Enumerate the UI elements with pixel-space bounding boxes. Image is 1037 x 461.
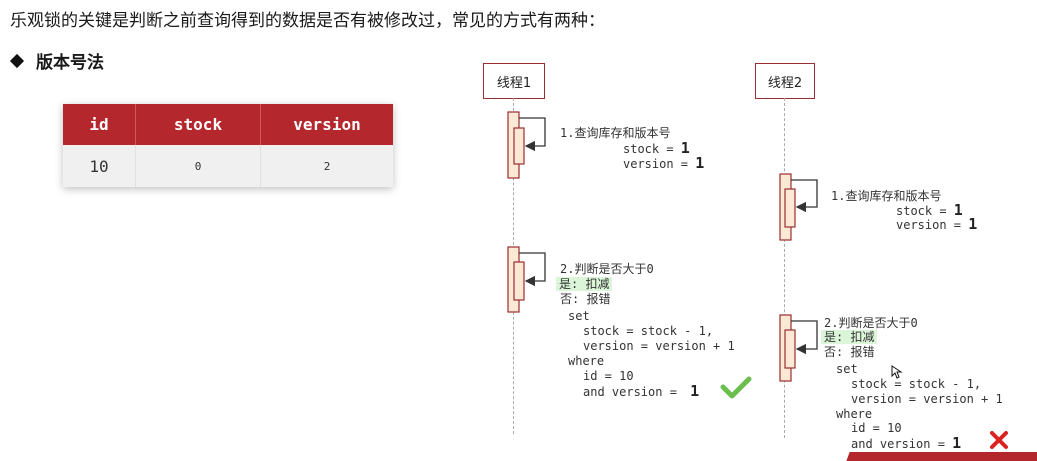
t1-version-value: 1: [695, 154, 705, 172]
t2-self-call-query-arrow: [791, 179, 818, 213]
t2-activation-judge-inner: [784, 329, 796, 369]
t2-sql-id-cond: id = 10: [851, 421, 902, 435]
t1-judge-title: 2.判断是否大于0: [560, 262, 654, 276]
t1-stock-value: 1: [680, 139, 690, 157]
t1-judge-yes: 是: 扣减: [556, 277, 613, 292]
t1-query-version: version = 1: [623, 156, 704, 172]
t2-query-version: version = 1: [896, 217, 977, 233]
t1-version-cond-label: and version =: [583, 385, 685, 399]
t1-yes-highlight: 是: 扣减: [556, 277, 613, 291]
t1-self-call-query-arrow: [519, 117, 546, 152]
t1-activation-query-inner: [513, 127, 525, 165]
t2-sql-version-expr: version = version + 1: [851, 392, 1003, 406]
bottom-banner-fragment: [846, 452, 1037, 461]
t2-stock-value: 1: [953, 201, 963, 219]
thread-2-box: 线程2: [755, 63, 815, 99]
t1-query-stock: stock = 1: [623, 141, 690, 157]
page-heading: 乐观锁的关键是判断之前查询得到的数据是否有被修改过，常见的方式有两种：: [10, 11, 605, 31]
t2-sql-stock-expr: stock = stock - 1,: [851, 377, 982, 391]
t2-query-title: 1.查询库存和版本号: [831, 189, 942, 203]
t1-version-cond-value: 1: [690, 382, 700, 400]
column-header-id: id: [63, 104, 136, 145]
section-title: 版本号法: [36, 53, 104, 73]
t1-sql-set: set: [568, 309, 590, 323]
t1-sql-stock-expr: stock = stock - 1,: [583, 324, 714, 338]
thread-1-box: 线程1: [483, 63, 545, 99]
t1-version-label: version =: [623, 157, 696, 171]
t2-activation-query-inner: [784, 188, 796, 228]
t1-query-title: 1.查询库存和版本号: [560, 126, 671, 140]
t2-version-cond-value: 1: [952, 434, 962, 452]
t2-yes-highlight: 是: 扣减: [821, 330, 878, 344]
thread-1-lifeline: [513, 98, 514, 434]
cross-icon: [990, 431, 1008, 449]
t1-sql-where: where: [568, 354, 605, 368]
t2-version-label: version =: [896, 218, 969, 232]
t2-stock-label: stock =: [896, 204, 954, 218]
diamond-bullet-icon: [9, 53, 25, 68]
checkmark-icon: [720, 376, 752, 399]
t1-sql-version-expr: version = version + 1: [583, 339, 735, 353]
t1-self-call-judge-arrow: [519, 252, 546, 287]
t2-activation-judge-outer: [779, 314, 792, 382]
t2-judge-title: 2.判断是否大于0: [824, 316, 918, 330]
t1-sql-version-cond: and version = 1: [583, 384, 699, 400]
t2-activation-query-outer: [779, 173, 792, 241]
thread-2-lifeline: [784, 98, 785, 438]
t2-version-cond-label: and version =: [851, 437, 953, 451]
cell-version: 2: [260, 145, 393, 187]
t2-judge-yes: 是: 扣减: [821, 330, 878, 345]
column-header-version: version: [260, 104, 393, 145]
cell-stock: 0: [135, 145, 261, 187]
section-title-row: 版本号法: [9, 48, 104, 73]
t2-sql-version-cond: and version = 1: [851, 436, 961, 452]
t1-activation-judge-inner: [513, 261, 525, 301]
table-row: 10 0 2: [63, 145, 393, 187]
t2-sql-where: where: [836, 407, 873, 421]
t2-sql-set: set: [836, 362, 858, 376]
version-table: id stock version 10 0 2: [63, 104, 393, 187]
t2-judge-no: 否: 报错: [824, 345, 875, 359]
cell-id: 10: [63, 145, 136, 187]
column-header-stock: stock: [135, 104, 261, 145]
table-header-row: id stock version: [63, 104, 393, 145]
t2-version-value: 1: [968, 215, 978, 233]
t1-sql-id-cond: id = 10: [583, 369, 634, 383]
mouse-cursor-icon: [891, 365, 903, 379]
t2-self-call-judge-arrow: [791, 320, 818, 355]
t1-judge-no: 否: 报错: [560, 292, 611, 306]
t1-stock-label: stock =: [623, 142, 681, 156]
t2-query-stock: stock = 1: [896, 203, 963, 219]
